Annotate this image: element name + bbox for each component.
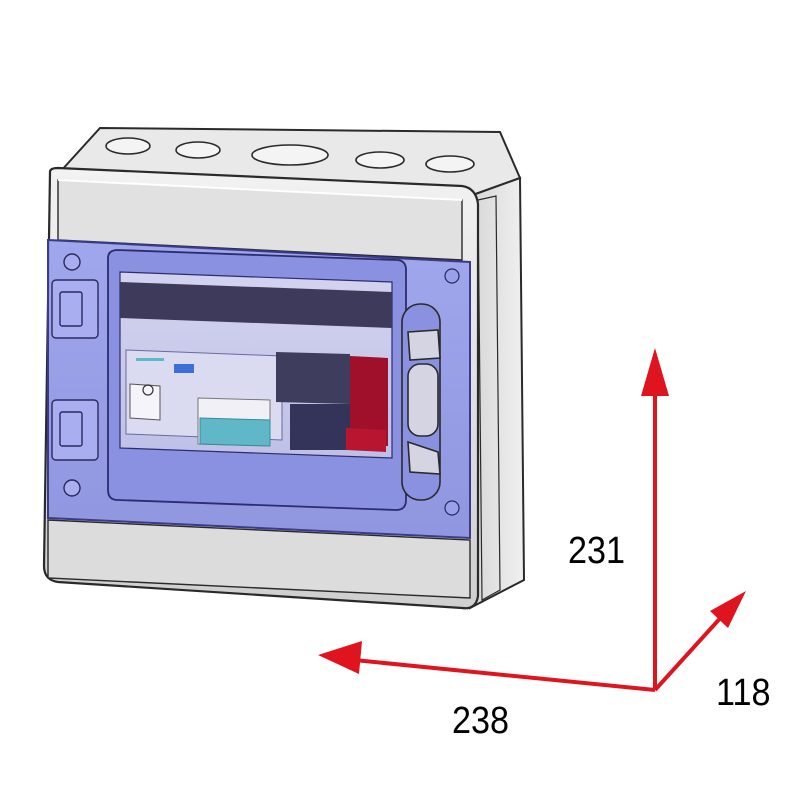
depth-dimension-label: 118 <box>716 672 771 714</box>
width-dimension-label: 238 <box>452 700 510 742</box>
dimension-arrows <box>318 348 746 692</box>
din-rail <box>120 282 392 328</box>
circuit-breaker-set <box>125 349 388 452</box>
height-dimension-label: 231 <box>568 530 626 572</box>
door-hinge-icon <box>51 253 99 497</box>
door-latch-icon <box>401 303 441 501</box>
